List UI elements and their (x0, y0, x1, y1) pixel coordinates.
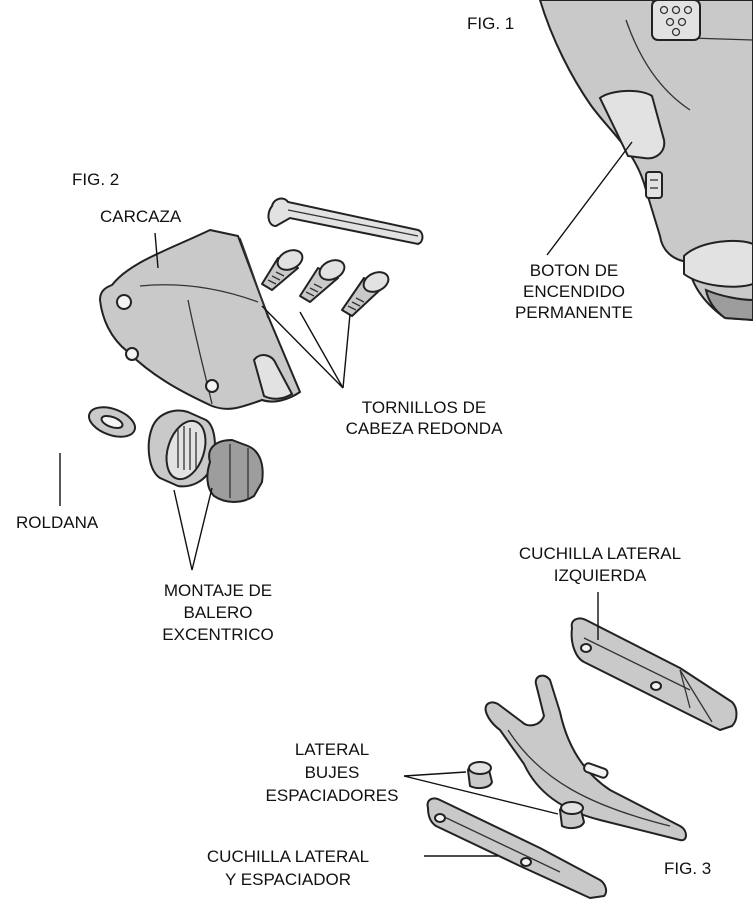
label-montaje-line1: MONTAJE DE (163, 581, 273, 600)
leader-bujes-1 (403, 771, 467, 777)
leader-tornillos-2 (342, 313, 351, 389)
label-tornillos-line2: CABEZA REDONDA (345, 419, 503, 438)
tool-handle (539, 0, 753, 322)
label-bujes-line2: BUJES (304, 763, 360, 782)
label-montaje-line3: EXCENTRICO (162, 625, 274, 644)
label-cuchilla-esp-line2: Y ESPACIADOR (225, 870, 351, 889)
label-bujes-line3: ESPACIADORES (265, 786, 399, 805)
label-tornillos-line1: TORNILLOS DE (361, 398, 487, 417)
label-boton-line2: ENCENDIDO (522, 282, 625, 301)
hex-key (267, 197, 424, 246)
eccentric-bearing (147, 409, 264, 503)
round-head-screws (261, 249, 390, 317)
figure-1-label: FIG. 1 (467, 14, 515, 33)
label-cuchilla-izq-line2: IZQUIERDA (553, 566, 647, 585)
housing-carcaza (99, 229, 301, 410)
figure-2-label: FIG. 2 (72, 170, 120, 189)
label-cuchilla-izq-line1: CUCHILLA LATERAL (518, 544, 682, 563)
left-side-blade (570, 617, 738, 731)
washer-roldana (88, 406, 136, 438)
label-bujes-line1: LATERAL (294, 740, 370, 759)
leader-carcaza (154, 232, 159, 269)
side-blade-and-spacer (426, 797, 608, 899)
center-blade (484, 674, 687, 842)
spacer-bushing-1 (467, 761, 493, 790)
label-boton-line1: BOTON DE (529, 261, 619, 280)
label-carcaza: CARCAZA (100, 207, 182, 226)
label-cuchilla-esp-line1: CUCHILLA LATERAL (206, 847, 370, 866)
label-boton-line3: PERMANENTE (514, 303, 634, 322)
label-roldana: ROLDANA (16, 513, 99, 532)
figure-3-label: FIG. 3 (664, 859, 712, 878)
spacer-bushing-2 (559, 801, 585, 830)
leader-boton (546, 141, 633, 256)
leader-bujes-2 (403, 775, 559, 815)
label-montaje-line2: BALERO (183, 603, 253, 622)
leader-montaje (173, 487, 213, 571)
